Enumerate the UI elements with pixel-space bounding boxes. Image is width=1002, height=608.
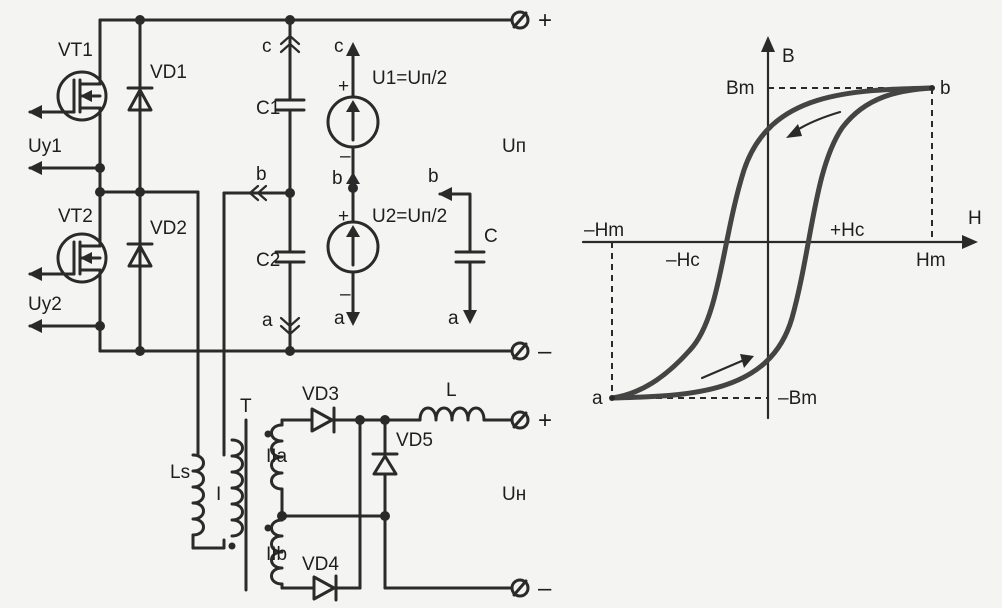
vd2-diode <box>126 242 154 268</box>
point-b-label: b <box>940 78 951 99</box>
u2-plus-label: + <box>338 206 349 227</box>
winding-iia-label: IIa <box>266 446 288 467</box>
neg-hc-label: –Hc <box>666 250 700 271</box>
node-a-label: a <box>262 310 273 331</box>
neg-bm-label: –Bm <box>778 388 817 409</box>
h-axis-label: H <box>968 208 982 229</box>
node-c-label: c <box>262 36 272 57</box>
half-bridge-circuit <box>28 10 530 457</box>
vt1-label: VT1 <box>58 40 93 61</box>
winding-iib-label: IIb <box>266 544 287 565</box>
t-label: T <box>240 396 252 417</box>
src-node-a-label: a <box>334 308 345 329</box>
output-minus-label: – <box>538 575 552 602</box>
primary-winding <box>230 438 244 538</box>
hysteresis-loop-graph <box>581 36 978 420</box>
u1-label: U1=Uп/2 <box>372 68 447 89</box>
vd5-diode <box>371 452 399 476</box>
l-label: L <box>446 380 457 401</box>
node-b-label: b <box>256 164 267 185</box>
l-inductor <box>418 406 486 422</box>
vd3-diode <box>310 406 336 434</box>
c2-label: C2 <box>256 250 280 271</box>
c-node-a-label: a <box>448 308 459 329</box>
node-a-marker <box>279 316 301 328</box>
u2-label: U2=Uп/2 <box>372 206 447 227</box>
vd1-label: VD1 <box>150 62 187 83</box>
src-node-c-label: c <box>334 36 344 57</box>
src-node-b-label: b <box>332 168 343 189</box>
uy2-label: Uy2 <box>28 294 62 315</box>
uy1-label: Uy1 <box>28 136 62 157</box>
winding-iia <box>270 423 284 491</box>
vt1-transistor <box>28 56 108 130</box>
u1-minus-label: – <box>340 146 351 167</box>
node-c-marker <box>279 34 301 46</box>
point-a-label: a <box>592 388 603 409</box>
winding-i-label: I <box>216 484 221 505</box>
vt2-transistor <box>28 231 108 295</box>
hysteresis-labels: B H Bm –Bm Hm –Hm +Hc –Hc a b <box>584 46 982 409</box>
output-minus-terminal <box>510 578 530 598</box>
hysteresis-curve-lower <box>609 85 935 401</box>
pos-hc-label: +Hc <box>830 220 864 241</box>
vd4-label: VD4 <box>302 554 339 575</box>
c-node-b-label: b <box>428 166 439 187</box>
vd3-label: VD3 <box>302 384 339 405</box>
minus-terminal-label: – <box>538 338 552 365</box>
ls-label: Ls <box>170 462 190 483</box>
plus-terminal <box>510 10 530 30</box>
bm-label: Bm <box>726 78 755 99</box>
direction-arrow-down <box>792 110 842 134</box>
vd1-diode <box>126 86 154 112</box>
ls-inductor <box>191 453 205 537</box>
vd5-label: VD5 <box>396 430 433 451</box>
node-b-marker <box>248 184 260 202</box>
b-axis-label: B <box>782 46 795 67</box>
u1-plus-label: + <box>338 76 349 97</box>
u2-minus-label: – <box>340 284 351 305</box>
vd2-label: VD2 <box>150 218 187 239</box>
minus-terminal <box>510 341 530 361</box>
winding-iib <box>270 518 284 586</box>
un-label: Uн <box>502 484 526 505</box>
output-plus-terminal <box>510 410 530 430</box>
hysteresis-curve-upper <box>609 85 935 401</box>
circuit-labels: VT1 VD1 VT2 VD2 Uy1 Uy2 C1 C2 c b a c b … <box>28 7 552 602</box>
c1-label: C1 <box>256 98 280 119</box>
up-label: Uп <box>502 136 526 157</box>
output-plus-label: + <box>538 407 552 434</box>
vt2-label: VT2 <box>58 206 93 227</box>
vd4-diode <box>312 574 338 602</box>
c-label: C <box>484 226 498 247</box>
plus-terminal-label: + <box>538 7 552 34</box>
hm-label: Hm <box>916 250 946 271</box>
rectifier-circuit <box>191 406 530 602</box>
direction-arrow-up <box>700 358 746 380</box>
neg-hm-label: –Hm <box>584 220 624 241</box>
